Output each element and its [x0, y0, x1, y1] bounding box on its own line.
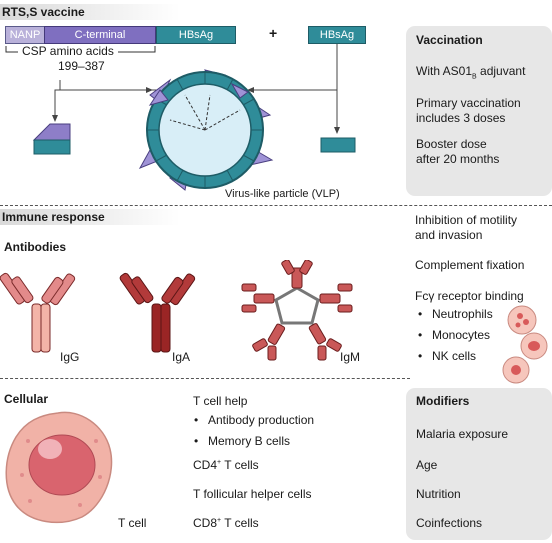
nk-cell-icon — [502, 356, 530, 384]
cellular-title: Cellular — [4, 392, 49, 406]
complement-fixation: Complement fixation — [415, 258, 525, 272]
csp-label: CSP amino acids — [22, 44, 114, 58]
vaccination-panel — [406, 26, 552, 196]
neutrophils-item: Neutrophils — [418, 307, 493, 321]
cd4-tcells: CD4+ T cells — [193, 458, 259, 472]
vlp-particle — [138, 69, 274, 191]
modifier-age: Age — [416, 458, 438, 472]
immune-title-bar — [0, 209, 180, 225]
fused-protein-icon — [32, 123, 71, 155]
hbsag-segment-fused: HBsAg — [156, 26, 236, 44]
inhibition-line-1: Inhibition of motility — [415, 213, 518, 227]
adjuvant-pre: With AS01 — [416, 64, 473, 78]
iga-label: IgA — [172, 350, 191, 364]
monocytes-item: Monocytes — [418, 328, 490, 342]
tfh-cells: T follicular helper cells — [193, 487, 312, 501]
modifier-malaria: Malaria exposure — [416, 427, 509, 441]
fc-receptor-binding: Fcγ receptor binding — [415, 289, 524, 303]
tcell-label: T cell — [118, 516, 147, 530]
adjuvant-post: adjuvant — [476, 64, 526, 78]
cd4-post: T cells — [221, 458, 259, 472]
vlp-diagram — [5, 44, 356, 191]
cd4-pre: CD4 — [193, 458, 218, 472]
plus-sign: + — [269, 25, 278, 41]
booster-line-2: after 20 months — [416, 152, 500, 166]
modifier-nutrition: Nutrition — [416, 487, 461, 501]
adjuvant-text: With AS01B adjuvant — [416, 64, 525, 80]
primary-line-2: includes 3 doses — [416, 111, 506, 125]
primary-line-1: Primary vaccination — [416, 96, 521, 110]
tcell-nucleus — [28, 434, 96, 496]
section-divider-2 — [0, 378, 410, 379]
antibodies-drawing — [0, 260, 353, 361]
cd8-post: T cells — [221, 516, 259, 530]
igg-label: IgG — [60, 350, 80, 364]
booster-line-1: Booster dose — [416, 137, 487, 151]
section-divider-1 — [0, 205, 552, 206]
vlp-label: Virus-like particle (VLP) — [225, 188, 340, 200]
cd4-sup: + — [217, 459, 222, 466]
tcell-drawing — [5, 411, 113, 524]
csp-range: 199–387 — [58, 59, 105, 73]
rts-title-bar — [0, 4, 180, 20]
hbsag-segment-free: HBsAg — [308, 26, 366, 44]
igm-icon — [241, 260, 353, 361]
c-terminal-segment: C-terminal — [44, 26, 156, 44]
rts-title: RTS,S vaccine — [2, 5, 85, 19]
cd8-tcells: CD8+ T cells — [193, 516, 259, 530]
adjuvant-sub: B — [472, 73, 477, 81]
modifier-coinfections: Coinfections — [416, 516, 483, 530]
tcell-help: T cell help — [193, 394, 248, 408]
nk-cells-item: NK cells — [418, 349, 476, 363]
antibodies-title: Antibodies — [4, 240, 66, 254]
immune-title: Immune response — [2, 210, 105, 224]
igm-label: IgM — [340, 350, 361, 364]
igg-icon — [0, 272, 76, 353]
vaccination-title: Vaccination — [416, 33, 483, 47]
free-hbsag-icon — [320, 137, 356, 153]
monocyte-cell-icon — [520, 332, 548, 360]
cd8-pre: CD8 — [193, 516, 218, 530]
antibody-production-item: Antibody production — [194, 413, 314, 427]
iga-icon — [119, 272, 196, 353]
effector-cells-drawing — [502, 305, 548, 384]
memory-b-cells-item: Memory B cells — [194, 434, 290, 448]
cd8-sup: + — [217, 517, 222, 524]
modifiers-panel — [406, 388, 552, 540]
inhibition-line-2: and invasion — [415, 228, 483, 242]
neutrophil-cell-icon — [507, 305, 537, 335]
modifiers-title: Modifiers — [416, 394, 470, 408]
